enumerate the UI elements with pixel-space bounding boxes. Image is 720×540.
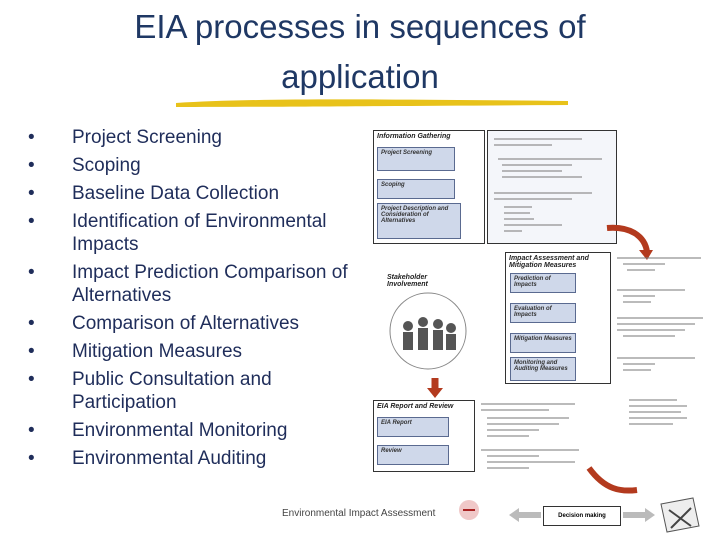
curved-arrow-2	[427, 378, 443, 398]
report-review-label: EIA Report and Review	[377, 403, 454, 410]
stakeholder-label: Stakeholder Involvement	[387, 274, 428, 288]
bullet-item: •Environmental Auditing	[28, 448, 267, 469]
curved-arrow-1	[606, 224, 653, 260]
decision-making-label: Decision making	[558, 513, 606, 519]
title-line-1: EIA processes in sequences of	[134, 8, 586, 45]
bullet-list: •Project Screening •Scoping •Baseline Da…	[28, 126, 348, 475]
impact-notes	[617, 257, 703, 371]
bullet-item: •Public Consultation and Participation	[28, 369, 272, 413]
stage-mitigation: Mitigation Measures	[510, 333, 576, 353]
slide-footer: Environmental Impact Assessment	[282, 508, 436, 519]
title-underline	[176, 99, 568, 107]
stage-evaluation: Evaluation of Impacts	[510, 303, 576, 323]
curved-arrow-3	[586, 466, 638, 494]
title-line-2: application	[281, 58, 439, 95]
bullet-item: •Impact Prediction Comparison of Alterna…	[28, 262, 348, 306]
notes-placeholder	[494, 138, 602, 232]
stage-project-description: Project Description and Consideration of…	[377, 203, 461, 239]
bullet-item: •Identification of Environmental Impacts	[28, 211, 327, 255]
stage-review: Review	[377, 445, 449, 465]
impact-assessment-label: Impact Assessment and Mitigation Measure…	[509, 255, 589, 269]
report-notes	[481, 403, 579, 469]
info-notes-lines	[492, 135, 610, 238]
stage-screening: Project Screening	[377, 147, 455, 171]
side-notes	[629, 399, 687, 425]
bullet-item: •Scoping	[28, 155, 141, 176]
stage-eia-report: EIA Report	[377, 417, 449, 437]
info-gathering-box: Information Gathering Project Screening …	[373, 130, 485, 244]
report-review-box: EIA Report and Review EIA Report Review	[373, 400, 475, 472]
bullet-item: •Baseline Data Collection	[28, 183, 280, 204]
people-icon	[389, 292, 467, 370]
decision-making-box: Decision making	[543, 506, 621, 526]
bullet-item: •Mitigation Measures	[28, 341, 243, 362]
approval-icon	[660, 497, 700, 533]
stakeholder-group: Stakeholder Involvement	[373, 266, 483, 376]
bullet-item: •Environmental Monitoring	[28, 420, 288, 441]
reject-icon	[459, 500, 479, 520]
bullet-item: •Comparison of Alternatives	[28, 313, 300, 334]
bullet-item: •Project Screening	[28, 127, 222, 148]
stage-monitoring: Monitoring and Auditing Measures	[510, 357, 576, 381]
info-notes-box	[487, 130, 617, 244]
stage-prediction: Prediction of Impacts	[510, 273, 576, 293]
right-arrow	[623, 508, 655, 522]
impact-assessment-box: Impact Assessment and Mitigation Measure…	[505, 252, 611, 384]
slide-title: EIA processes in sequences of applicatio…	[0, 2, 720, 102]
info-gathering-label: Information Gathering	[377, 133, 451, 140]
stage-scoping: Scoping	[377, 179, 455, 199]
left-arrow	[509, 508, 541, 522]
eia-flow-diagram: Information Gathering Project Screening …	[365, 126, 715, 536]
